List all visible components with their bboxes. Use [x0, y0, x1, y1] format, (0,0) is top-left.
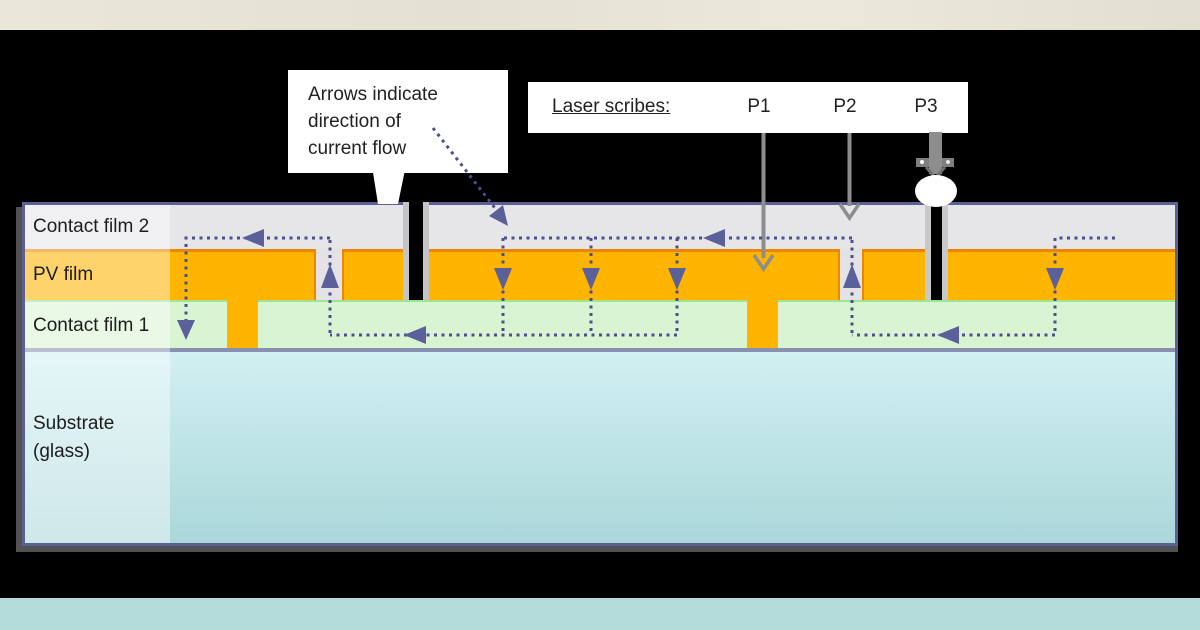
- p3-gap-right-lining: [942, 202, 948, 300]
- p3-gap-right: [931, 202, 942, 300]
- panel-border-right: [1175, 202, 1178, 546]
- bottom-teal-strip: [0, 598, 1200, 630]
- p3-gap-left-lining: [423, 202, 429, 300]
- pv-film-segment: [342, 249, 403, 300]
- callout-line2: direction of: [308, 111, 401, 132]
- p3-gap-left: [409, 202, 423, 300]
- laser-scribes-p2: P2: [833, 96, 857, 117]
- panel-shadow-left: [16, 207, 22, 552]
- contact-film-2-segment: [948, 205, 1175, 249]
- pv-film-segment: [428, 249, 840, 300]
- p1-scribe-fill-right: [747, 300, 778, 348]
- label-strip-overlay: [25, 205, 170, 543]
- laser-scribes-p1: P1: [747, 96, 771, 117]
- p1-scribe-fill-left: [227, 300, 258, 348]
- p3-gap-right-lining: [925, 202, 931, 300]
- pv-film-segment: [948, 249, 1175, 300]
- callout-line1: Arrows indicate: [308, 84, 438, 105]
- contact-film-2-segment: [428, 205, 925, 249]
- panel-border-top-segment: [948, 202, 1178, 205]
- current-flow-callout: Arrows indicate direction of current flo…: [288, 70, 508, 173]
- p2-scribe-via-left: [316, 249, 342, 300]
- pv-film-segment: [862, 249, 925, 300]
- p3-gap-left-lining: [403, 202, 409, 300]
- panel-shadow-bottom: [16, 546, 1178, 552]
- laser-scribes-p3: P3: [914, 96, 938, 117]
- callout-line3: current flow: [308, 138, 407, 159]
- substrate-layer: [25, 352, 1175, 543]
- p2-scribe-via-right: [840, 249, 862, 300]
- panel-border-bottom: [22, 543, 1178, 546]
- label-substrate-line2: (glass): [33, 441, 91, 462]
- laser-scribes-title: Laser scribes:: [552, 96, 671, 117]
- label-substrate-line1: Substrate: [33, 413, 115, 434]
- p3-pointer-arrow: [915, 132, 957, 207]
- label-pv-film: PV film: [33, 264, 94, 285]
- panel-border-left: [22, 202, 25, 546]
- panel-border-top-segment: [428, 202, 925, 205]
- top-beige-strip: [0, 0, 1200, 30]
- contact1-substrate-divider: [25, 348, 1175, 352]
- label-contact-film-2: Contact film 2: [33, 216, 150, 237]
- label-substrate: Substrate (glass): [33, 410, 114, 466]
- laser-scribes-legend: Laser scribes: P1 P2 P3: [528, 82, 968, 133]
- label-contact-film-1: Contact film 1: [33, 315, 150, 336]
- panel-border-top-segment: [22, 202, 403, 205]
- contact-film-1-layer: [25, 300, 1175, 348]
